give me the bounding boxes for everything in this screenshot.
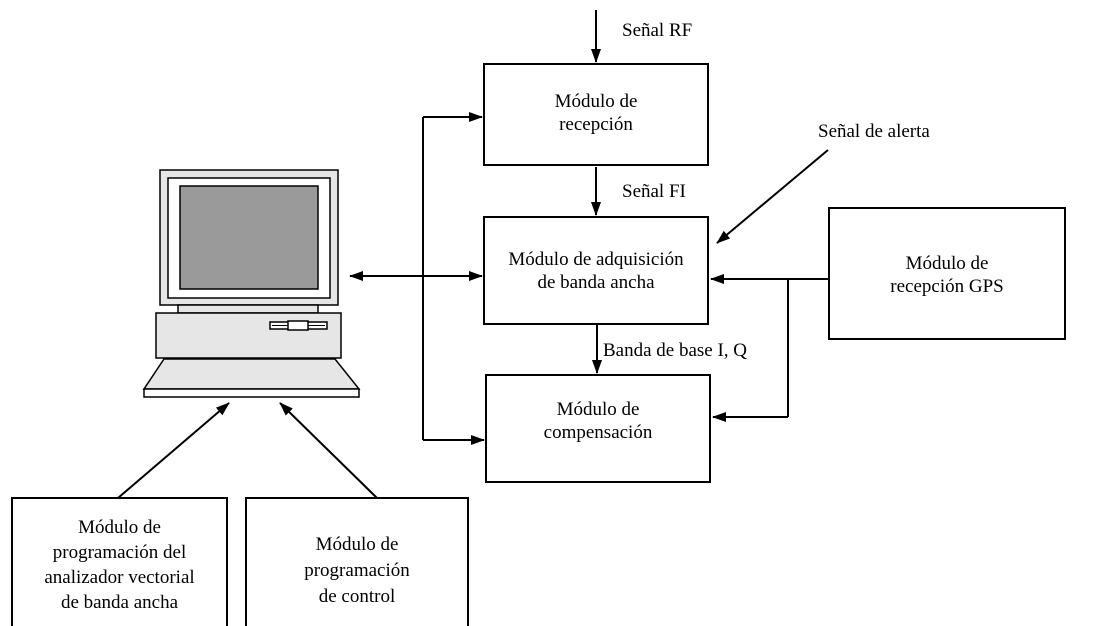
box-line: de control: [318, 586, 396, 607]
reception-module-box: [483, 63, 709, 166]
box-line: Módulo de: [905, 253, 989, 274]
computer-case: [155, 312, 342, 359]
if-signal-label: Señal FI: [622, 181, 686, 202]
control-programming-text: Módulo de programación de control: [246, 532, 468, 610]
rf-signal-label: Señal RF: [622, 20, 693, 41]
alert-signal-label: Señal de alerta: [818, 121, 930, 142]
box-line: Módulo de: [554, 91, 638, 112]
alert-signal-arrow: [716, 149, 829, 244]
gps-module-box: [828, 207, 1066, 340]
box-line: recepción GPS: [890, 276, 1004, 297]
desktop-computer-icon: [142, 169, 361, 398]
monitor-screen: [179, 185, 319, 290]
keyboard-front-edge: [143, 388, 360, 398]
box-line: analizador vectorial: [44, 567, 195, 588]
baseband-label: Banda de base I, Q: [603, 340, 748, 361]
box-line: recepción: [559, 114, 633, 135]
box-line: Módulo de adquisición: [508, 249, 684, 270]
acquisition-module-box: [483, 216, 709, 325]
compensation-module-text: Módulo de compensación: [486, 398, 710, 444]
keyboard: [142, 358, 361, 390]
box-line: programación del: [52, 542, 187, 563]
box-line: de banda ancha: [60, 592, 179, 613]
box-line: Módulo de: [78, 517, 161, 538]
box-line: Módulo de: [315, 534, 399, 555]
box-line: programación: [304, 560, 410, 581]
analyzer-programming-text: Módulo de programación del analizador ve…: [12, 515, 227, 615]
acquisition-module-text: Módulo de adquisición de banda ancha: [484, 248, 708, 294]
box-line: Módulo de: [556, 399, 640, 420]
box-line: de banda ancha: [537, 272, 655, 293]
reception-module-text: Módulo de recepción: [484, 90, 708, 136]
analyzer-to-computer-arrow: [117, 402, 230, 499]
control-to-computer-arrow: [279, 402, 378, 499]
gps-module-text: Módulo de recepción GPS: [829, 252, 1065, 298]
monitor-stand: [177, 304, 319, 314]
disk-drive-button: [287, 320, 309, 331]
compensation-module-box: [485, 374, 711, 483]
control-programming-box: [245, 497, 469, 626]
box-line: compensación: [543, 422, 653, 443]
